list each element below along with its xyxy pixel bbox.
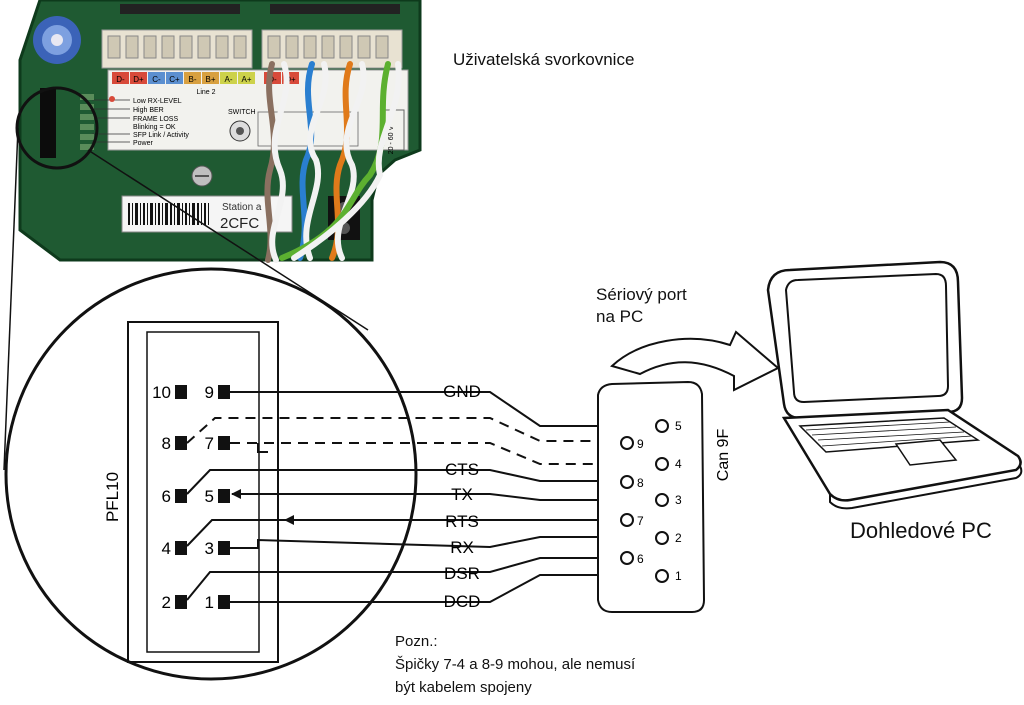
pcb-title: Uživatelská svorkovnice <box>453 50 635 69</box>
pfl10-label: PFL10 <box>103 472 122 522</box>
pc-name: Dohledové PC <box>850 518 992 543</box>
db9-pin-label: 7 <box>637 514 644 528</box>
pin-label-8: 8 <box>162 434 171 453</box>
serial-port-label-line2: na PC <box>596 307 644 326</box>
db9-pin-3 <box>655 493 669 507</box>
db9-connector: Can 9F 5 9 4 8 3 7 2 6 1 <box>597 380 732 613</box>
signal-rts: RTS <box>445 512 479 531</box>
pin-label-2: 2 <box>162 593 171 612</box>
note-line: být kabelem spojeny <box>395 679 532 696</box>
pin-label-6: 6 <box>162 487 171 506</box>
pcb-board: D- D+ C- C+ B- B+ A- A+ D- D+ Line 2 Low… <box>18 0 422 263</box>
db9-pin-label: 6 <box>637 552 644 566</box>
led-legend-item: FRAME LOSS <box>133 116 178 123</box>
db9-pin-7 <box>620 513 634 527</box>
terminal-label: C+ <box>169 75 180 84</box>
db9-pin-2 <box>655 531 669 545</box>
pin-7 <box>218 436 230 450</box>
laptop-icon <box>766 260 1023 510</box>
db9-pin-label: 2 <box>675 531 682 545</box>
pin-label-5: 5 <box>205 487 214 506</box>
terminal-label: D+ <box>285 75 296 84</box>
switch-label: SWITCH <box>228 109 256 116</box>
db9-pin-1 <box>655 569 669 583</box>
note: Pozn.: Špičky 7-4 a 8-9 mohou, ale nemus… <box>395 630 635 699</box>
terminal-label: A- <box>225 75 233 84</box>
voltage-label: 20 - 60 V <box>388 125 395 154</box>
db9-pin-label: 9 <box>637 437 644 451</box>
signal-rx: RX <box>450 538 474 557</box>
db9-pin-9 <box>620 436 634 450</box>
pin-9 <box>218 385 230 399</box>
pin-label-7: 7 <box>205 434 214 453</box>
signal-labels: GND CTS TX RTS RX DSR DCD <box>443 382 481 611</box>
led-legend-item: SFP Link / Activity <box>133 132 189 139</box>
db9-pin-label: 3 <box>675 493 682 507</box>
pin-1 <box>218 595 230 609</box>
pfl10-pins: 10 9 8 7 6 5 4 3 2 1 <box>152 383 230 612</box>
serial-port-label-line1: Sériový port <box>596 285 687 304</box>
terminal-label: B+ <box>205 75 215 84</box>
line-label: Line 2 <box>196 89 215 96</box>
db9-pin-label: 4 <box>675 457 682 471</box>
pin-5 <box>218 489 230 503</box>
signal-dcd: DCD <box>444 592 481 611</box>
pin-6 <box>175 489 187 503</box>
pin-label-10: 10 <box>152 383 171 402</box>
serial-port-label: Sériový port na PC <box>596 284 687 328</box>
pin-label-4: 4 <box>162 539 171 558</box>
station-label: Station a <box>222 202 262 213</box>
twisted-pair-cables <box>264 61 402 263</box>
db9-pin-6 <box>620 551 634 565</box>
db9-pin-label: 8 <box>637 476 644 490</box>
terminal-label: B- <box>189 75 197 84</box>
pin-2 <box>175 595 187 609</box>
pin-label-1: 1 <box>205 593 214 612</box>
pin-label-9: 9 <box>205 383 214 402</box>
signal-tx: TX <box>451 485 473 504</box>
db9-pin-5 <box>655 419 669 433</box>
led-legend-item: Blinking = OK <box>133 124 176 131</box>
led-legend-item: Low RX-LEVEL <box>133 98 182 105</box>
rotary-switch: SWITCH <box>228 109 359 147</box>
pin-8 <box>175 436 187 450</box>
note-line: Špičky 7-4 a 8-9 mohou, ale nemusí <box>395 656 636 673</box>
led-legend: Low RX-LEVEL High BER FRAME LOSS Blinkin… <box>92 96 189 147</box>
terminal-label: D- <box>116 75 125 84</box>
db9-label: Can 9F <box>715 429 732 482</box>
pin-label-3: 3 <box>205 539 214 558</box>
pin-3 <box>218 541 230 555</box>
signal-gnd: GND <box>443 382 481 401</box>
pin-4 <box>175 541 187 555</box>
hex-switch <box>33 16 81 64</box>
pin-10 <box>175 385 187 399</box>
note-title: Pozn.: <box>395 633 438 650</box>
terminal-label: C- <box>152 75 161 84</box>
station-code: 2CFC <box>220 215 259 232</box>
db9-pin-label: 1 <box>675 569 682 583</box>
terminal-label: D- <box>268 75 277 84</box>
db9-pin-8 <box>620 475 634 489</box>
signal-cts: CTS <box>445 460 479 479</box>
serial-port-arrow <box>610 330 780 392</box>
db9-pin-4 <box>655 457 669 471</box>
terminal-label: A+ <box>241 75 251 84</box>
pfl10-zoom: PFL10 <box>4 267 418 681</box>
db9-pin-label: 5 <box>675 419 682 433</box>
led-legend-item: Power <box>133 140 154 147</box>
signal-dsr: DSR <box>444 564 480 583</box>
terminal-label: D+ <box>133 75 144 84</box>
terminal-label-strip: D- D+ C- C+ B- B+ A- A+ D- D+ Line 2 <box>112 72 299 96</box>
led-legend-item: High BER <box>133 107 164 114</box>
